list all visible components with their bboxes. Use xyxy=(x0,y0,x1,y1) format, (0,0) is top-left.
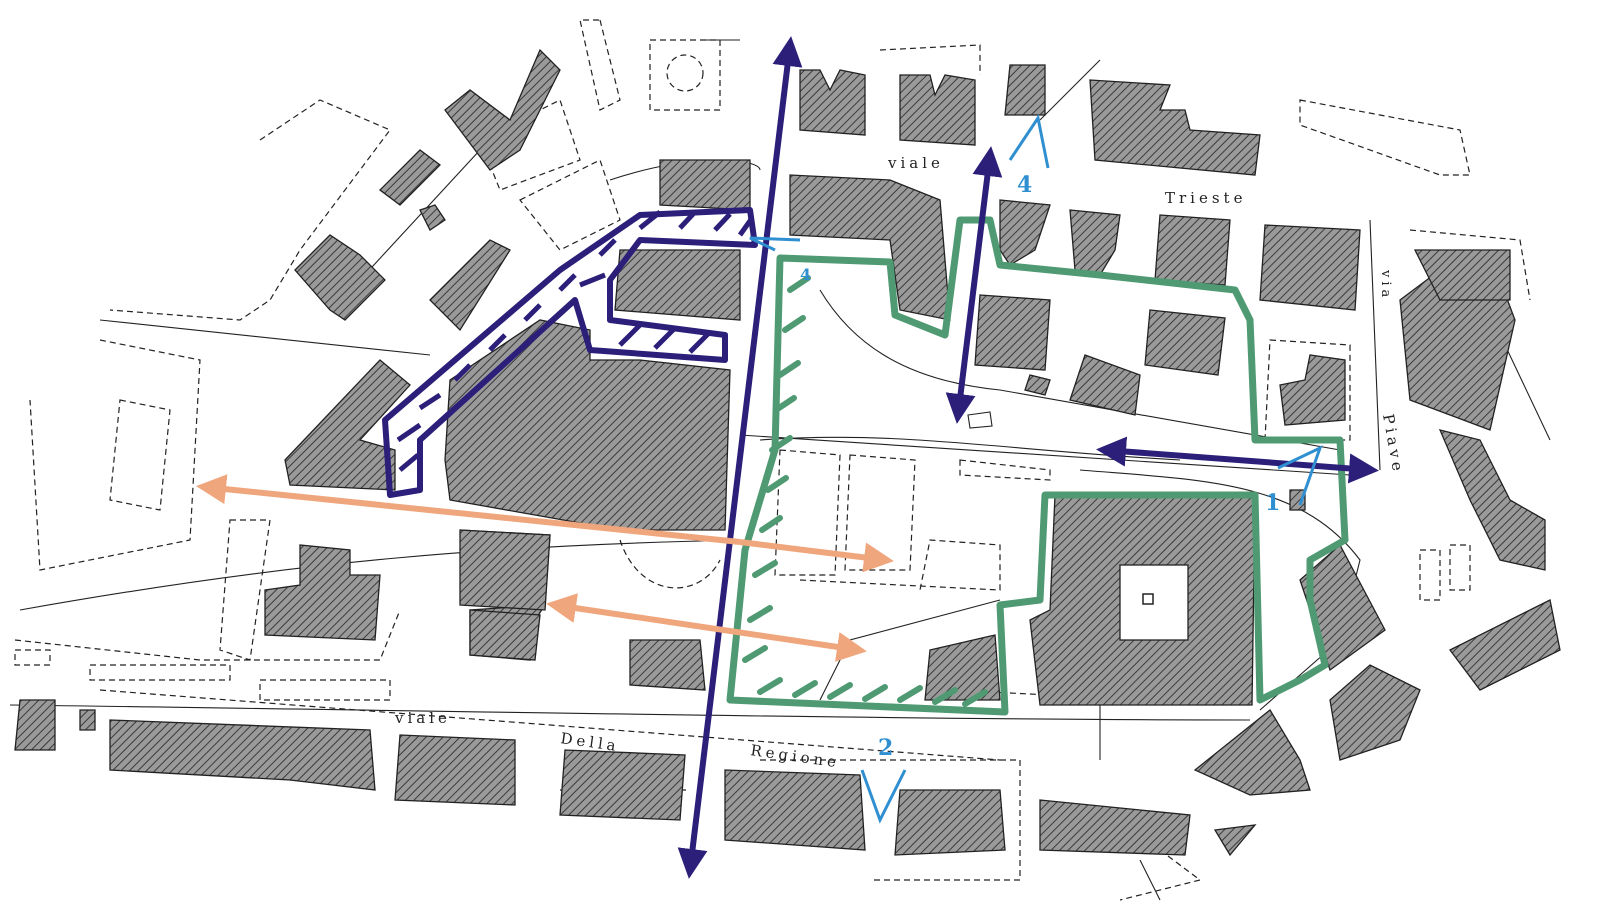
navy-vertical-axis-arrow xyxy=(677,36,803,879)
street-viale-trieste-2: Trieste xyxy=(1165,189,1246,207)
street-viale-regione-3: Regione xyxy=(749,741,841,771)
marker-4a: 4 xyxy=(1017,172,1032,198)
viewpoint-4b-icon xyxy=(749,236,801,252)
street-viale-trieste-1: viale xyxy=(887,154,944,172)
orange-long-arrow xyxy=(196,474,741,545)
site-fixtures xyxy=(967,411,1189,641)
viewpoint-2-icon xyxy=(860,769,907,824)
navy-arrows xyxy=(677,36,1379,879)
viewpoint-numbers: 4 4 1 2 xyxy=(800,172,1280,761)
navy-horizontal-arrow xyxy=(1096,436,1379,484)
viewpoint-markers xyxy=(749,114,1323,824)
street-via-piave-1: via xyxy=(1378,269,1393,301)
marker-1: 1 xyxy=(1265,490,1280,516)
orange-arrows xyxy=(196,474,894,662)
orange-east-arrow xyxy=(739,539,894,573)
navy-short-vertical-arrow xyxy=(945,146,1003,424)
street-viale-regione-1: viale xyxy=(394,709,451,727)
viewpoint-4a-icon xyxy=(1008,114,1050,169)
buildings xyxy=(14,48,1561,857)
orange-lower-arrow xyxy=(546,593,867,662)
viewpoint-1-icon xyxy=(1277,445,1323,506)
marker-2: 2 xyxy=(878,735,893,761)
marker-4b: 4 xyxy=(800,265,811,284)
street-via-piave-2: Piave xyxy=(1379,413,1407,476)
